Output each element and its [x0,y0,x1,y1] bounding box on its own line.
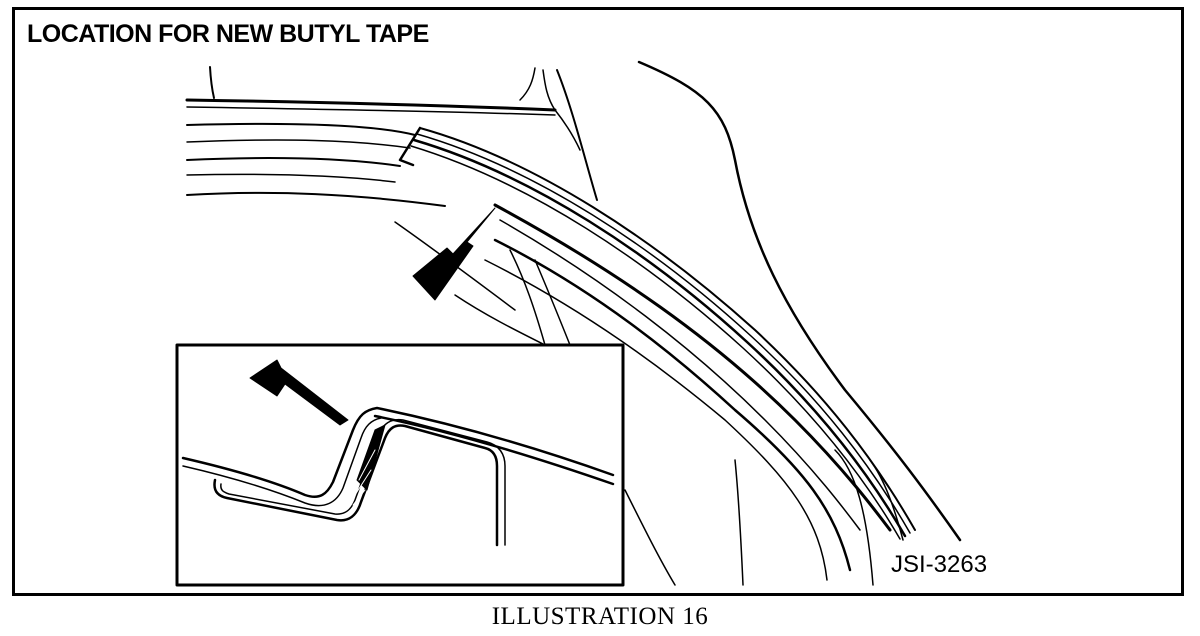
diagram-frame: LOCATION FOR NEW BUTYL TAPE [12,7,1184,596]
detail-inset [175,343,625,587]
pillar-lines [554,60,962,542]
drawing-code: JSI-3263 [889,551,990,579]
inset-pointer-arrow [249,359,349,426]
line-drawing [175,60,962,587]
diagram-title: LOCATION FOR NEW BUTYL TAPE [27,20,429,48]
door-frame-lines [394,203,904,586]
main-pointer-arrow [412,207,496,301]
illustration-caption: ILLUSTRATION 16 [491,603,709,630]
roof-panel-lines [185,66,557,207]
